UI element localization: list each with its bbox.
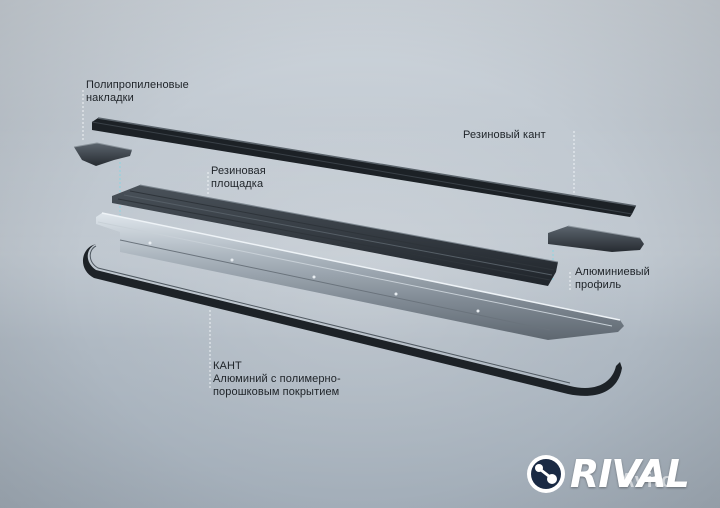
label-rubber-pad-line2: площадка xyxy=(211,178,264,190)
label-aluminum-profile: Алюминиевый профиль xyxy=(575,266,650,292)
label-aluminum-profile-line1: Алюминиевый xyxy=(575,266,650,278)
label-rubber-pad-line1: Резиновая xyxy=(211,165,266,177)
avito-watermark: Avito xyxy=(620,470,675,492)
rubber-pad-part xyxy=(112,184,559,286)
label-rubber-pad: Резиновая площадка xyxy=(211,165,266,191)
label-rubber-trim: Резиновый кант xyxy=(463,129,546,141)
label-kant-desc-line1: Алюминий с полимерно- xyxy=(213,373,341,385)
guide-lines xyxy=(82,90,575,390)
label-polypropylene: Полипропиленовые накладки xyxy=(86,79,189,105)
aluminum-profile-part xyxy=(96,212,624,340)
rival-emblem-icon xyxy=(527,455,565,493)
right-end-cap-part xyxy=(548,225,644,252)
label-polypropylene-line1: Полипропиленовые xyxy=(86,79,189,91)
rival-logo: RIVAL xyxy=(522,452,712,496)
label-polypropylene-line2: накладки xyxy=(86,92,134,104)
kant-part xyxy=(82,244,622,396)
rubber-trim-part xyxy=(91,117,637,217)
label-kant-title: КАНТ xyxy=(213,360,242,372)
label-kant-desc-line2: порошковым покрытием xyxy=(213,386,340,398)
label-kant: КАНТ Алюминий с полимерно- порошковым по… xyxy=(213,360,341,399)
left-end-cap-part xyxy=(73,142,133,166)
rival-logo-text: RIVAL xyxy=(570,452,690,496)
label-aluminum-profile-line2: профиль xyxy=(575,279,622,291)
